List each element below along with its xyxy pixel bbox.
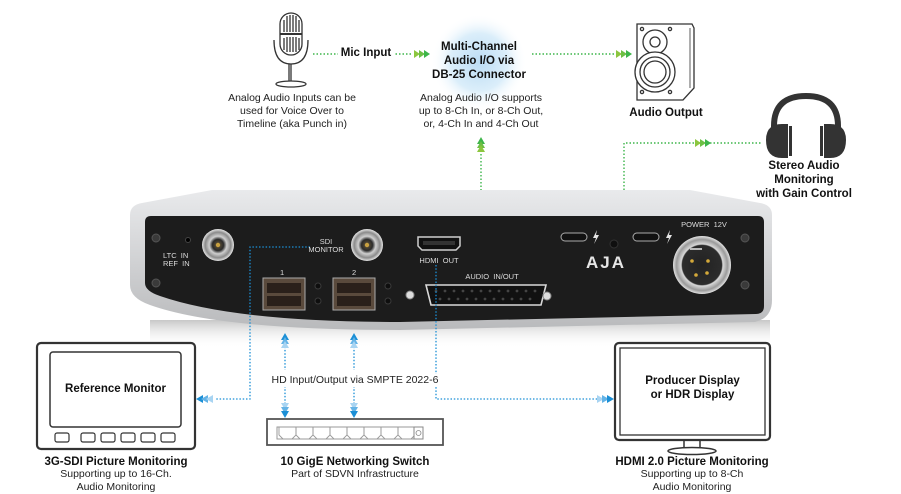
audio-io-title-line: Audio I/O via: [443, 55, 515, 67]
producer-display-icon: [613, 341, 772, 456]
screw-icon: [151, 278, 161, 288]
producer-display-screen-label: Producer Display or HDR Display: [620, 374, 765, 402]
ltc-ref-jack: [185, 237, 191, 243]
headphones-label-line: Stereo Audio: [768, 160, 840, 172]
video-arrows: [196, 333, 614, 418]
sfp-port-2[interactable]: [332, 277, 392, 311]
audio-io-title-line: Multi-Channel: [440, 41, 518, 53]
arrow-right-icon: [616, 50, 632, 58]
network-switch-caption: Part of SDVN Infrastructure: [291, 468, 419, 480]
aja-logo: AJA: [586, 253, 627, 272]
thunderbolt-port-2[interactable]: [632, 230, 672, 244]
microphone-icon: [273, 12, 309, 88]
producer-display-title: HDMI 2.0 Picture Monitoring: [615, 456, 769, 468]
audio-io-glow: [431, 14, 527, 110]
speaker-icon: [634, 23, 695, 101]
producer-display-caption-line: Supporting up to 8-Ch: [640, 468, 744, 480]
headphones-label-line: Monitoring: [774, 174, 834, 186]
power-xlr-connector[interactable]: [673, 236, 731, 294]
reference-monitor-title: 3G-SDI Picture Monitoring: [44, 456, 188, 468]
mic-caption-line: Analog Audio Inputs can be: [228, 92, 356, 104]
db25-audio-connector[interactable]: [424, 284, 548, 306]
thunderbolt-icon: [666, 230, 672, 244]
arrow-down-icon: [350, 403, 358, 418]
ref-in-label: REF IN: [163, 259, 190, 268]
db25-screw-icon: [542, 291, 552, 301]
audio-io-title-line: DB-25 Connector: [432, 69, 526, 81]
ground-screw-icon: [405, 290, 415, 300]
network-switch-title: 10 GigE Networking Switch: [280, 456, 430, 468]
headphone-link-line: [623, 142, 762, 190]
arrow-left-icon: [196, 395, 213, 403]
sdi-monitor-label-line: SDI: [319, 237, 333, 246]
headphones-label-line: with Gain Control: [756, 188, 852, 200]
reference-monitor-screen-label: Reference Monitor: [65, 383, 166, 395]
network-switch-icon: [266, 418, 444, 446]
arrow-right-icon: [414, 50, 430, 58]
producer-display-screen-label-line: Producer Display: [645, 375, 740, 387]
sdi-monitor-label: SDI MONITOR: [306, 238, 346, 254]
kensington-slot: [609, 239, 619, 249]
sdi-monitor-bnc-connector[interactable]: [351, 229, 383, 261]
reference-monitor-caption: Supporting up to 16-Ch. Audio Monitoring: [40, 468, 192, 494]
arrow-right-icon: [597, 395, 614, 403]
audio-io-caption-line: or, 4-Ch In and 4-Ch Out: [423, 118, 539, 130]
audio-io-title: Multi-Channel Audio I/O via DB-25 Connec…: [428, 40, 530, 82]
audio-in-out-label: AUDIO IN/OUT: [465, 272, 519, 281]
hdmi-out-label: HDMI OUT: [419, 256, 459, 265]
thunderbolt-port-1[interactable]: [560, 230, 599, 244]
aja-device: [130, 190, 772, 330]
arrow-up-icon: [477, 137, 485, 152]
ltc-bnc-connector[interactable]: [202, 229, 234, 261]
sdi-monitor-label-line: MONITOR: [308, 245, 344, 254]
headphones-label: Stereo Audio Monitoring with Gain Contro…: [752, 159, 856, 201]
mic-input-label: Mic Input: [338, 46, 394, 60]
mic-caption: Analog Audio Inputs can be used for Voic…: [226, 92, 358, 131]
arrow-up-icon: [350, 333, 358, 348]
audio-output-label: Audio Output: [629, 107, 703, 119]
mic-caption-line: Timeline (aka Punch in): [237, 118, 347, 130]
device-faceplate: [145, 216, 764, 322]
mic-caption-line: used for Voice Over to: [240, 105, 344, 117]
reference-monitor-icon: [35, 341, 197, 451]
screw-icon: [740, 280, 750, 290]
sfp-port-1[interactable]: [262, 277, 322, 311]
screw-icon: [151, 233, 161, 243]
arrow-down-icon: [281, 403, 289, 418]
ltc-ref-label: LTC IN REF IN: [163, 252, 190, 268]
sfp2-label: 2: [352, 268, 357, 277]
smpte-link-label: HD Input/Output via SMPTE 2022-6: [262, 374, 448, 387]
arrow-right-icon: [695, 139, 711, 147]
producer-display-caption: Supporting up to 8-Ch Audio Monitoring: [612, 468, 772, 494]
audio-io-caption-line: Analog Audio I/O supports: [420, 92, 542, 104]
headphones-icon: [766, 92, 846, 158]
audio-io-caption-line: up to 8-Ch In, or 8-Ch Out,: [418, 105, 544, 117]
sfp1-label: 1: [280, 268, 285, 277]
thunderbolt-icon: [593, 230, 599, 244]
db25-pins: [434, 289, 537, 301]
producer-display-screen-label-line: or HDR Display: [650, 389, 735, 401]
ltc-in-label: LTC IN: [163, 251, 189, 260]
reference-monitor-caption-line: Supporting up to 16-Ch.: [60, 468, 172, 480]
hdmi-port[interactable]: [417, 236, 461, 251]
producer-display-caption-line: Audio Monitoring: [652, 481, 732, 493]
power-label: POWER 12V: [681, 220, 727, 229]
screw-icon: [740, 233, 750, 243]
audio-io-caption: Analog Audio I/O supports up to 8-Ch In,…: [412, 92, 550, 131]
sdi-monitor-link-line: [215, 246, 310, 400]
reference-monitor-caption-line: Audio Monitoring: [76, 481, 156, 493]
arrow-up-icon: [281, 333, 289, 348]
